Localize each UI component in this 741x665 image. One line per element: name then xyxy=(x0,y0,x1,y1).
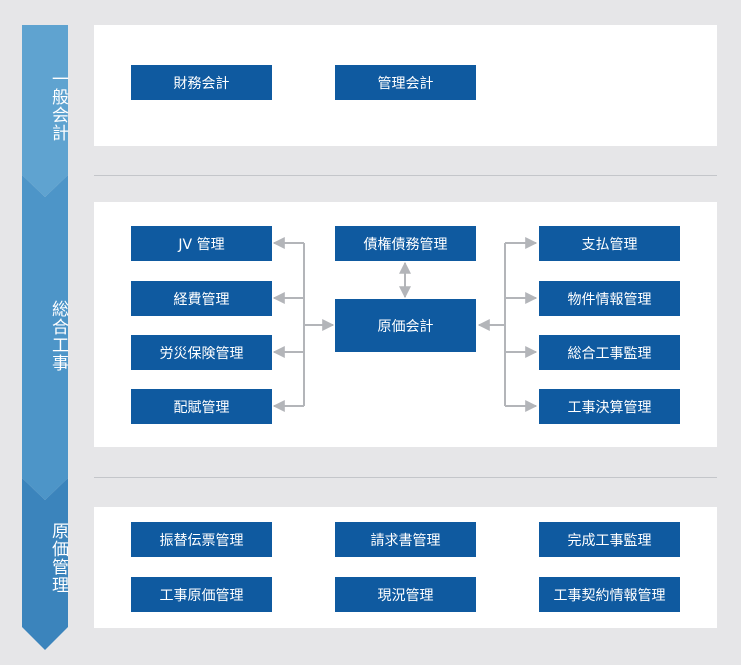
box-construction-cost-management: 工事原価管理 xyxy=(131,577,272,612)
box-cost-accounting: 原価会計 xyxy=(335,299,476,352)
section-divider xyxy=(94,477,717,478)
box-contract-information-management: 工事契約情報管理 xyxy=(539,577,680,612)
stage-chevron-cost xyxy=(22,478,68,650)
box-status-management: 現況管理 xyxy=(335,577,476,612)
stage-chevron-construction xyxy=(22,175,68,500)
stage-label-general: 一般会計 xyxy=(48,70,68,142)
stage-chevron-general xyxy=(22,25,68,197)
box-jv-management: JV 管理 xyxy=(131,226,272,261)
section-divider xyxy=(94,175,717,176)
box-invoice-management: 請求書管理 xyxy=(335,522,476,557)
box-labor-insurance-management: 労災保険管理 xyxy=(131,335,272,370)
box-construction-settlement-management: 工事決算管理 xyxy=(539,389,680,424)
box-receivables-payables-management: 債権債務管理 xyxy=(335,226,476,261)
box-management-accounting: 管理会計 xyxy=(335,65,476,100)
box-allocation-management: 配賦管理 xyxy=(131,389,272,424)
box-completed-construction-supervision: 完成工事監理 xyxy=(539,522,680,557)
box-property-information-management: 物件情報管理 xyxy=(539,281,680,316)
box-financial-accounting: 財務会計 xyxy=(131,65,272,100)
box-transfer-slip-management: 振替伝票管理 xyxy=(131,522,272,557)
box-construction-supervision: 総合工事監理 xyxy=(539,335,680,370)
stage-label-construction: 総合工事 xyxy=(48,300,68,372)
box-expense-management: 経費管理 xyxy=(131,281,272,316)
stage-label-cost: 原価管理 xyxy=(48,522,68,594)
box-payment-management: 支払管理 xyxy=(539,226,680,261)
